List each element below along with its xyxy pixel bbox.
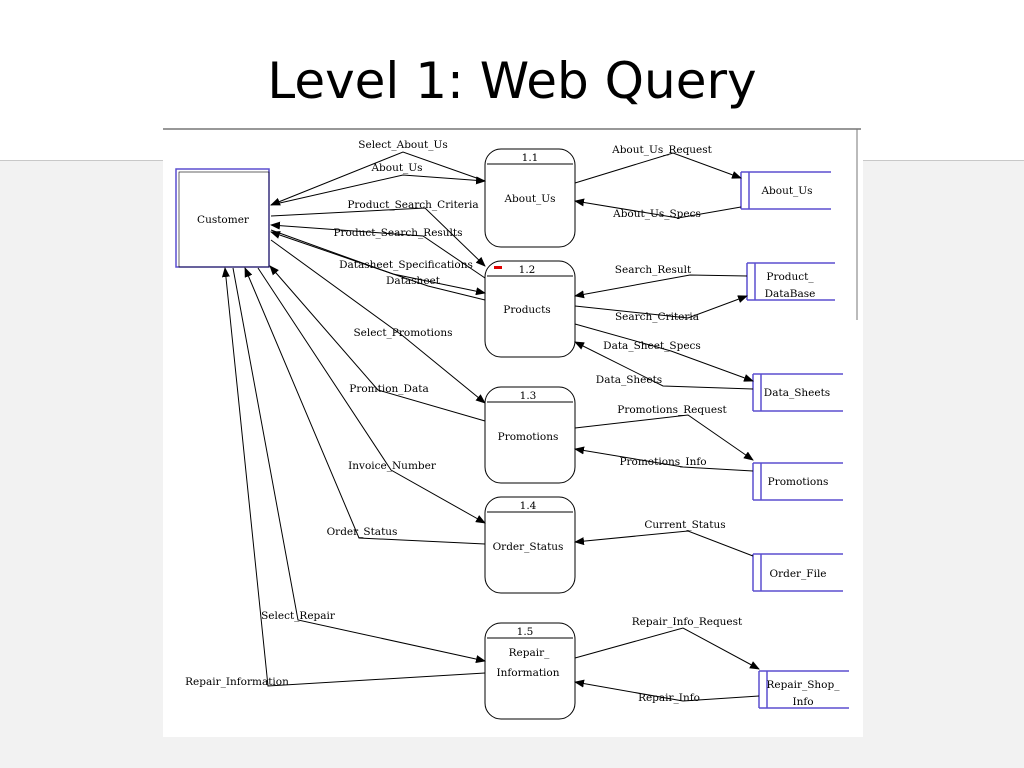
flow-promotions-request bbox=[574, 414, 754, 461]
flow-label: Promtion_Data bbox=[349, 383, 428, 395]
flow-select-repair bbox=[232, 267, 486, 663]
flow-about-us-specs bbox=[574, 198, 742, 219]
store-label-line-2: DataBase bbox=[765, 288, 816, 300]
flow-invoice-number bbox=[257, 267, 486, 524]
flow-data-sheet-specs bbox=[574, 323, 754, 382]
flow-label: Promotions_Request bbox=[617, 404, 727, 416]
flow-label: Order_Status bbox=[327, 526, 398, 538]
flow-label: Select_Promotions bbox=[353, 327, 452, 339]
flow-search-result bbox=[574, 274, 748, 299]
flow-label: About_Us bbox=[370, 162, 422, 174]
store-label: About_Us bbox=[760, 185, 812, 197]
store-label: Data_Sheets bbox=[764, 387, 830, 399]
process-1-4: 1.4 Order_Status bbox=[484, 496, 576, 594]
process-label: About_Us bbox=[503, 193, 555, 205]
flow-search-criteria bbox=[574, 295, 748, 319]
process-id: 1.1 bbox=[522, 152, 539, 164]
process-label-line-1: Repair_ bbox=[509, 647, 550, 659]
store-label: Order_File bbox=[769, 568, 826, 580]
store-about-us: About_Us bbox=[740, 171, 831, 210]
flow-about-us bbox=[270, 174, 486, 206]
flow-label: About_Us_Specs bbox=[612, 208, 701, 220]
process-1-3: 1.3 Promotions bbox=[484, 386, 576, 484]
flow-repair-information bbox=[221, 267, 486, 687]
flow-data-sheets bbox=[574, 341, 754, 390]
flow-repair-info-request bbox=[574, 627, 760, 670]
process-id: 1.4 bbox=[520, 500, 537, 512]
flow-about-us-request bbox=[574, 152, 742, 184]
flow-select-promotions bbox=[270, 239, 486, 404]
flow-label: Select_About_Us bbox=[358, 139, 447, 151]
store-product-database: Product_ DataBase bbox=[746, 262, 835, 301]
store-repair-shop-info: Repair_Shop_ Info bbox=[758, 670, 849, 709]
store-label-line-2: Info bbox=[792, 696, 813, 708]
process-id: 1.5 bbox=[517, 626, 534, 638]
flow-product-search-results bbox=[270, 221, 486, 279]
flow-label: Search_Criteria bbox=[615, 311, 699, 323]
flow-label: Repair_Information bbox=[185, 676, 289, 688]
flow-label: Data_Sheets bbox=[596, 374, 662, 386]
slide-title: Level 1: Web Query bbox=[267, 52, 757, 110]
flow-label: Repair_Info_Request bbox=[632, 616, 743, 628]
process-label: Order_Status bbox=[493, 541, 564, 553]
flow-label: Invoice_Number bbox=[348, 460, 437, 472]
process-1-2: 1.2 Products bbox=[484, 260, 576, 358]
selection-marker bbox=[494, 266, 502, 269]
store-data-sheets: Data_Sheets bbox=[752, 373, 843, 412]
customer-entity: Customer bbox=[175, 168, 270, 268]
flow-select-about-us bbox=[270, 151, 486, 206]
flow-current-status bbox=[574, 530, 754, 557]
store-promotions: Promotions bbox=[752, 462, 843, 501]
flow-label: Current_Status bbox=[644, 519, 725, 531]
flow-label: Promotions_Info bbox=[619, 456, 706, 468]
flow-label: Product_Search_Criteria bbox=[347, 199, 478, 211]
flow-label: Product_Search_Results bbox=[333, 227, 462, 239]
customer-label: Customer bbox=[197, 214, 250, 226]
store-label-line-1: Product_ bbox=[766, 271, 814, 283]
store-order-file: Order_File bbox=[752, 553, 843, 592]
process-id: 1.2 bbox=[519, 264, 536, 276]
store-label-line-1: Repair_Shop_ bbox=[767, 679, 841, 691]
flow-promotion-data bbox=[269, 265, 486, 422]
process-1-1: 1.1 About_Us bbox=[484, 148, 576, 248]
flow-repair-info bbox=[574, 679, 760, 702]
process-label: Promotions bbox=[498, 431, 559, 443]
process-label-line-2: Information bbox=[496, 667, 559, 679]
flow-promotions-info bbox=[574, 446, 754, 472]
process-id: 1.3 bbox=[520, 390, 537, 402]
flow-datasheet bbox=[270, 231, 486, 301]
flow-label: Search_Result bbox=[615, 264, 692, 276]
process-1-5: 1.5 Repair_ Information bbox=[484, 622, 576, 720]
flow-product-search-criteria bbox=[270, 207, 486, 267]
flow-label: Select_Repair bbox=[261, 610, 336, 622]
flow-label: Repair_Info bbox=[638, 692, 700, 704]
flow-order-status bbox=[244, 267, 486, 545]
data-flow-diagram: Customer 1.1 About_Us 1.2 Products 1.3 P… bbox=[163, 128, 863, 737]
store-label: Promotions bbox=[768, 476, 829, 488]
process-label: Products bbox=[503, 304, 550, 316]
flow-label: Datasheet bbox=[386, 275, 441, 287]
flow-label: Data_Sheet_Specs bbox=[603, 340, 701, 352]
flow-label: About_Us_Request bbox=[611, 144, 713, 156]
flow-label: Datasheet_Specifications bbox=[339, 259, 473, 271]
